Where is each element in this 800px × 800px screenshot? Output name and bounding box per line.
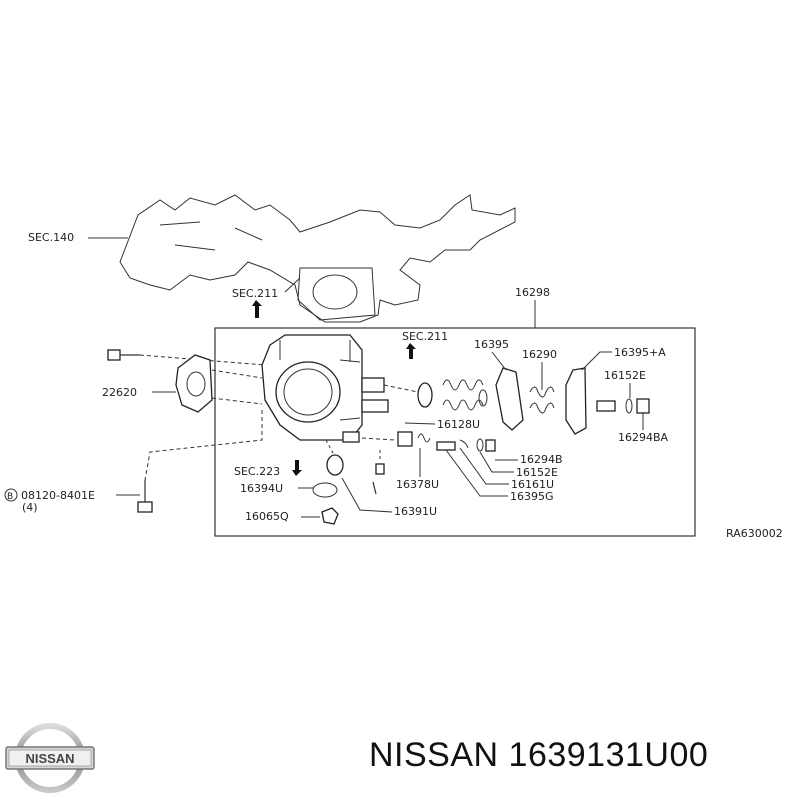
part-caption: NISSAN 1639131U00 bbox=[369, 736, 709, 774]
label-16065q: 16065Q bbox=[245, 510, 289, 523]
label-16128u: 16128U bbox=[437, 418, 480, 431]
pin-part bbox=[596, 400, 616, 412]
label-16395g: 16395G bbox=[510, 490, 554, 503]
manifold-flange bbox=[297, 267, 376, 321]
arrow-up-icon bbox=[406, 343, 416, 359]
label-16395a: 16395+A bbox=[614, 346, 666, 359]
label-16378u: 16378U bbox=[396, 478, 439, 491]
manifold-bore bbox=[312, 274, 358, 310]
label-16152e-right: 16152E bbox=[604, 369, 646, 382]
logo-text: NISSAN bbox=[25, 751, 74, 766]
label-sec211-top: SEC.211 bbox=[232, 287, 278, 300]
arrow-up-icon bbox=[252, 300, 262, 318]
sensor-22620 bbox=[175, 354, 213, 413]
label-16294b: 16294B bbox=[520, 453, 563, 466]
assembly-frame bbox=[214, 327, 696, 537]
label-16391u: 16391U bbox=[394, 505, 437, 518]
nut-part bbox=[636, 398, 650, 414]
arrow-down-icon bbox=[292, 460, 302, 476]
lower-small-parts bbox=[397, 431, 496, 452]
label-bolt-code: 08120-8401E bbox=[21, 489, 95, 502]
valve-stack bbox=[312, 431, 385, 525]
label-16152e: 16152E bbox=[516, 466, 558, 479]
label-22620: 22620 bbox=[102, 386, 137, 399]
reference-code: RA630002 bbox=[726, 527, 783, 540]
intake-manifold-outline bbox=[119, 194, 516, 323]
label-16290: 16290 bbox=[522, 348, 557, 361]
label-sec211-right: SEC.211 bbox=[402, 330, 448, 343]
label-sec140: SEC.140 bbox=[28, 231, 74, 244]
label-16395: 16395 bbox=[474, 338, 509, 351]
label-bolt-prefix: B bbox=[7, 492, 13, 502]
washer-part bbox=[625, 398, 633, 414]
label-bolt-qty: (4) bbox=[22, 501, 38, 514]
lever-16395 bbox=[495, 367, 524, 431]
nissan-logo-icon: NISSAN bbox=[5, 723, 95, 793]
manifold-detail bbox=[159, 221, 263, 251]
spring-16290 bbox=[529, 386, 555, 414]
label-16294ba: 16294BA bbox=[618, 431, 669, 444]
label-16394u: 16394U bbox=[240, 482, 283, 495]
label-16161u: 16161U bbox=[511, 478, 554, 491]
throttle-body bbox=[261, 334, 389, 441]
bolt-code-badge bbox=[4, 488, 18, 502]
label-sec223: SEC.223 bbox=[234, 465, 280, 478]
lever-16395a bbox=[565, 367, 587, 435]
bolt-part-lower bbox=[137, 480, 153, 513]
bolt-part bbox=[107, 349, 140, 361]
label-16298: 16298 bbox=[515, 286, 550, 299]
spring-assembly bbox=[417, 379, 488, 411]
